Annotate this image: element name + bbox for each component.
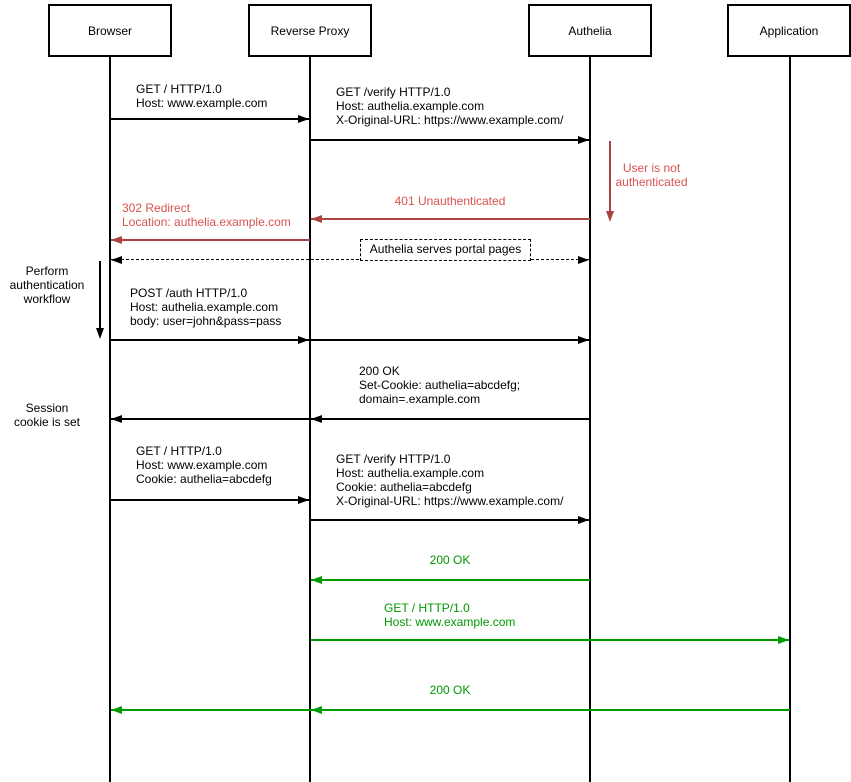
actor-box-reverse-proxy: Reverse Proxy (248, 4, 372, 57)
arrowhead-401-unauthenticated (311, 215, 322, 223)
arrowhead-portal-pages-right (578, 256, 589, 264)
lifeline-browser (109, 57, 111, 782)
arrow-get-root-1 (111, 118, 309, 120)
actor-box-authelia: Authelia (528, 4, 652, 57)
message-label-200-verify: 200 OK (429, 553, 471, 567)
message-label-get-verify-2: GET /verify HTTP/1.0 Host: authelia.exam… (336, 452, 564, 508)
actor-box-browser: Browser (48, 4, 172, 57)
actor-box-application: Application (727, 4, 851, 57)
arrowhead-200-final-browser (111, 706, 122, 714)
arrowhead-perform-auth-workflow (96, 328, 104, 339)
message-label-post-auth: POST /auth HTTP/1.0 Host: authelia.examp… (130, 286, 282, 328)
arrow-get-verify-2 (311, 519, 589, 521)
arrowhead-portal-pages-left (111, 256, 122, 264)
arrowhead-302-redirect (111, 236, 122, 244)
arrowhead-user-not-authenticated (606, 211, 614, 222)
lifeline-application (789, 57, 791, 782)
message-label-get-root-3: GET / HTTP/1.0 Host: www.example.com (384, 601, 516, 629)
arrowhead-post-auth-a (298, 336, 309, 344)
message-label-get-root-1: GET / HTTP/1.0 Host: www.example.com (136, 82, 268, 110)
note-user-not-authenticated: User is not authenticated (615, 161, 688, 189)
arrow-perform-auth-workflow (99, 261, 101, 329)
message-label-200-final: 200 OK (429, 683, 471, 697)
arrowhead-200-setcookie-browser (111, 415, 122, 423)
arrow-401-unauthenticated (311, 218, 590, 220)
arrow-get-verify-1 (311, 139, 589, 141)
arrowhead-post-auth-b (578, 336, 589, 344)
message-label-get-verify-1: GET /verify HTTP/1.0 Host: authelia.exam… (336, 85, 564, 127)
arrowhead-get-root-1 (298, 115, 309, 123)
arrow-200-verify (311, 579, 590, 581)
arrowhead-200-final-proxy (311, 706, 322, 714)
arrowhead-200-setcookie-proxy (311, 415, 322, 423)
actor-label-authelia: Authelia (568, 23, 612, 38)
message-label-200-setcookie: 200 OK Set-Cookie: authelia=abcdefg; dom… (359, 364, 521, 406)
message-label-302-redirect: 302 Redirect Location: authelia.example.… (122, 201, 291, 229)
arrowhead-get-root-2 (298, 496, 309, 504)
actor-label-reverse-proxy: Reverse Proxy (270, 23, 350, 38)
note-portal-pages: Authelia serves portal pages (360, 239, 531, 261)
lifeline-authelia (589, 57, 591, 782)
message-label-get-root-2: GET / HTTP/1.0 Host: www.example.com Coo… (136, 444, 272, 486)
arrowhead-200-verify (311, 576, 322, 584)
arrowhead-get-verify-2 (578, 516, 589, 524)
arrowhead-get-verify-1 (578, 136, 589, 144)
arrow-post-auth-a (111, 339, 309, 341)
actor-label-application: Application (759, 23, 819, 38)
arrow-portal-pages (111, 259, 589, 260)
message-label-401-unauthenticated: 401 Unauthenticated (394, 194, 506, 208)
note-perform-auth-workflow: Perform authentication workflow (9, 264, 85, 306)
arrow-200-final (111, 709, 790, 711)
arrow-302-redirect (111, 239, 310, 241)
actor-label-browser: Browser (87, 23, 132, 38)
arrow-200-setcookie (111, 418, 590, 420)
arrowhead-get-root-3 (778, 636, 789, 644)
arrow-get-root-2 (111, 499, 309, 501)
note-session-cookie-set: Session cookie is set (13, 401, 81, 429)
arrow-post-auth-b (311, 339, 589, 341)
lifeline-reverse-proxy (309, 57, 311, 782)
arrow-user-not-authenticated (609, 141, 611, 212)
arrow-get-root-3 (311, 639, 789, 641)
